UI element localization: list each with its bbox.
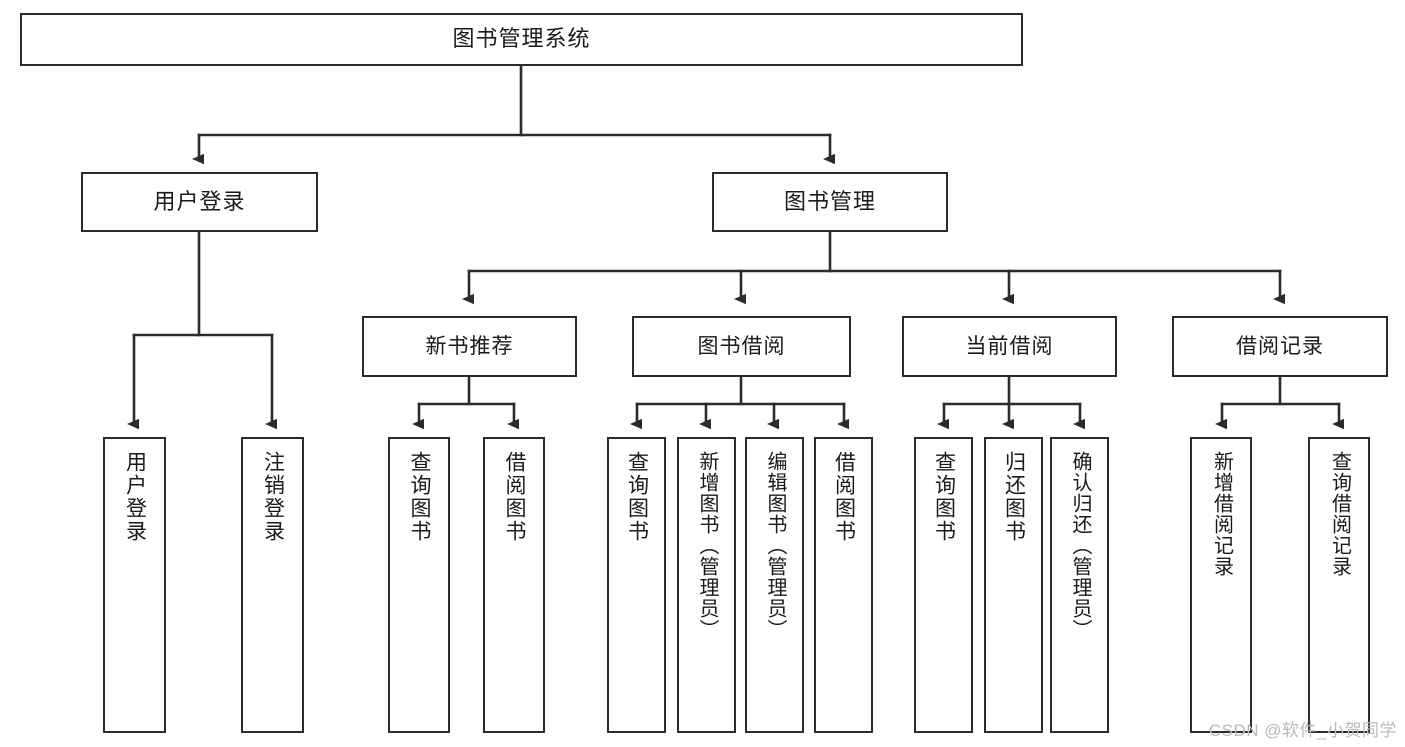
node-label: 查询图书 xyxy=(625,451,649,543)
leaf-user-login[interactable]: 用户登录 xyxy=(103,437,166,733)
leaf-borrow-books-borrow[interactable]: 借阅图书 xyxy=(814,437,873,733)
node-label: 查询借阅记录 xyxy=(1328,451,1351,577)
watermark-text: CSDN @软件_小贺同学 xyxy=(1208,721,1397,740)
node-label: 用户登录 xyxy=(123,451,147,543)
leaf-query-borrow-record[interactable]: 查询借阅记录 xyxy=(1308,437,1370,733)
node-label: 图书管理系统 xyxy=(452,26,591,52)
node-label: 注销登录 xyxy=(261,451,285,543)
node-new-book-recommend[interactable]: 新书推荐 xyxy=(362,316,577,377)
node-label: 新增借阅记录 xyxy=(1210,451,1233,577)
leaf-add-borrow-record[interactable]: 新增借阅记录 xyxy=(1190,437,1252,733)
leaf-return-books[interactable]: 归还图书 xyxy=(984,437,1043,733)
node-label: 新书推荐 xyxy=(425,334,514,358)
node-book-management[interactable]: 图书管理 xyxy=(712,172,948,232)
node-root-system[interactable]: 图书管理系统 xyxy=(20,13,1023,66)
node-label: 归还图书 xyxy=(1002,451,1026,543)
node-label: 新增图书（管理员） xyxy=(696,451,718,640)
node-label: 借阅图书 xyxy=(503,451,527,543)
leaf-edit-book-admin[interactable]: 编辑图书（管理员） xyxy=(745,437,804,733)
node-label: 用户登录 xyxy=(153,188,246,214)
node-label: 编辑图书（管理员） xyxy=(764,451,786,640)
leaf-logout-login[interactable]: 注销登录 xyxy=(241,437,304,733)
node-label: 图书管理 xyxy=(783,188,876,214)
leaf-borrow-books-recommend[interactable]: 借阅图书 xyxy=(483,437,545,733)
leaf-add-book-admin[interactable]: 新增图书（管理员） xyxy=(677,437,736,733)
node-label: 查询图书 xyxy=(932,451,956,543)
node-borrow-record[interactable]: 借阅记录 xyxy=(1172,316,1388,377)
node-label: 借阅记录 xyxy=(1236,334,1324,358)
node-label: 确认归还（管理员） xyxy=(1069,451,1091,640)
leaf-confirm-return-admin[interactable]: 确认归还（管理员） xyxy=(1050,437,1109,733)
leaf-query-books-current[interactable]: 查询图书 xyxy=(914,437,973,733)
node-current-borrow[interactable]: 当前借阅 xyxy=(902,316,1117,377)
node-label: 当前借阅 xyxy=(965,334,1054,358)
node-label: 图书借阅 xyxy=(697,334,786,358)
leaf-query-books-recommend[interactable]: 查询图书 xyxy=(388,437,450,733)
leaf-query-books-borrow[interactable]: 查询图书 xyxy=(607,437,666,733)
node-label: 借阅图书 xyxy=(832,451,856,543)
node-book-borrow[interactable]: 图书借阅 xyxy=(632,316,851,377)
node-user-login[interactable]: 用户登录 xyxy=(81,172,318,232)
node-label: 查询图书 xyxy=(408,451,432,543)
